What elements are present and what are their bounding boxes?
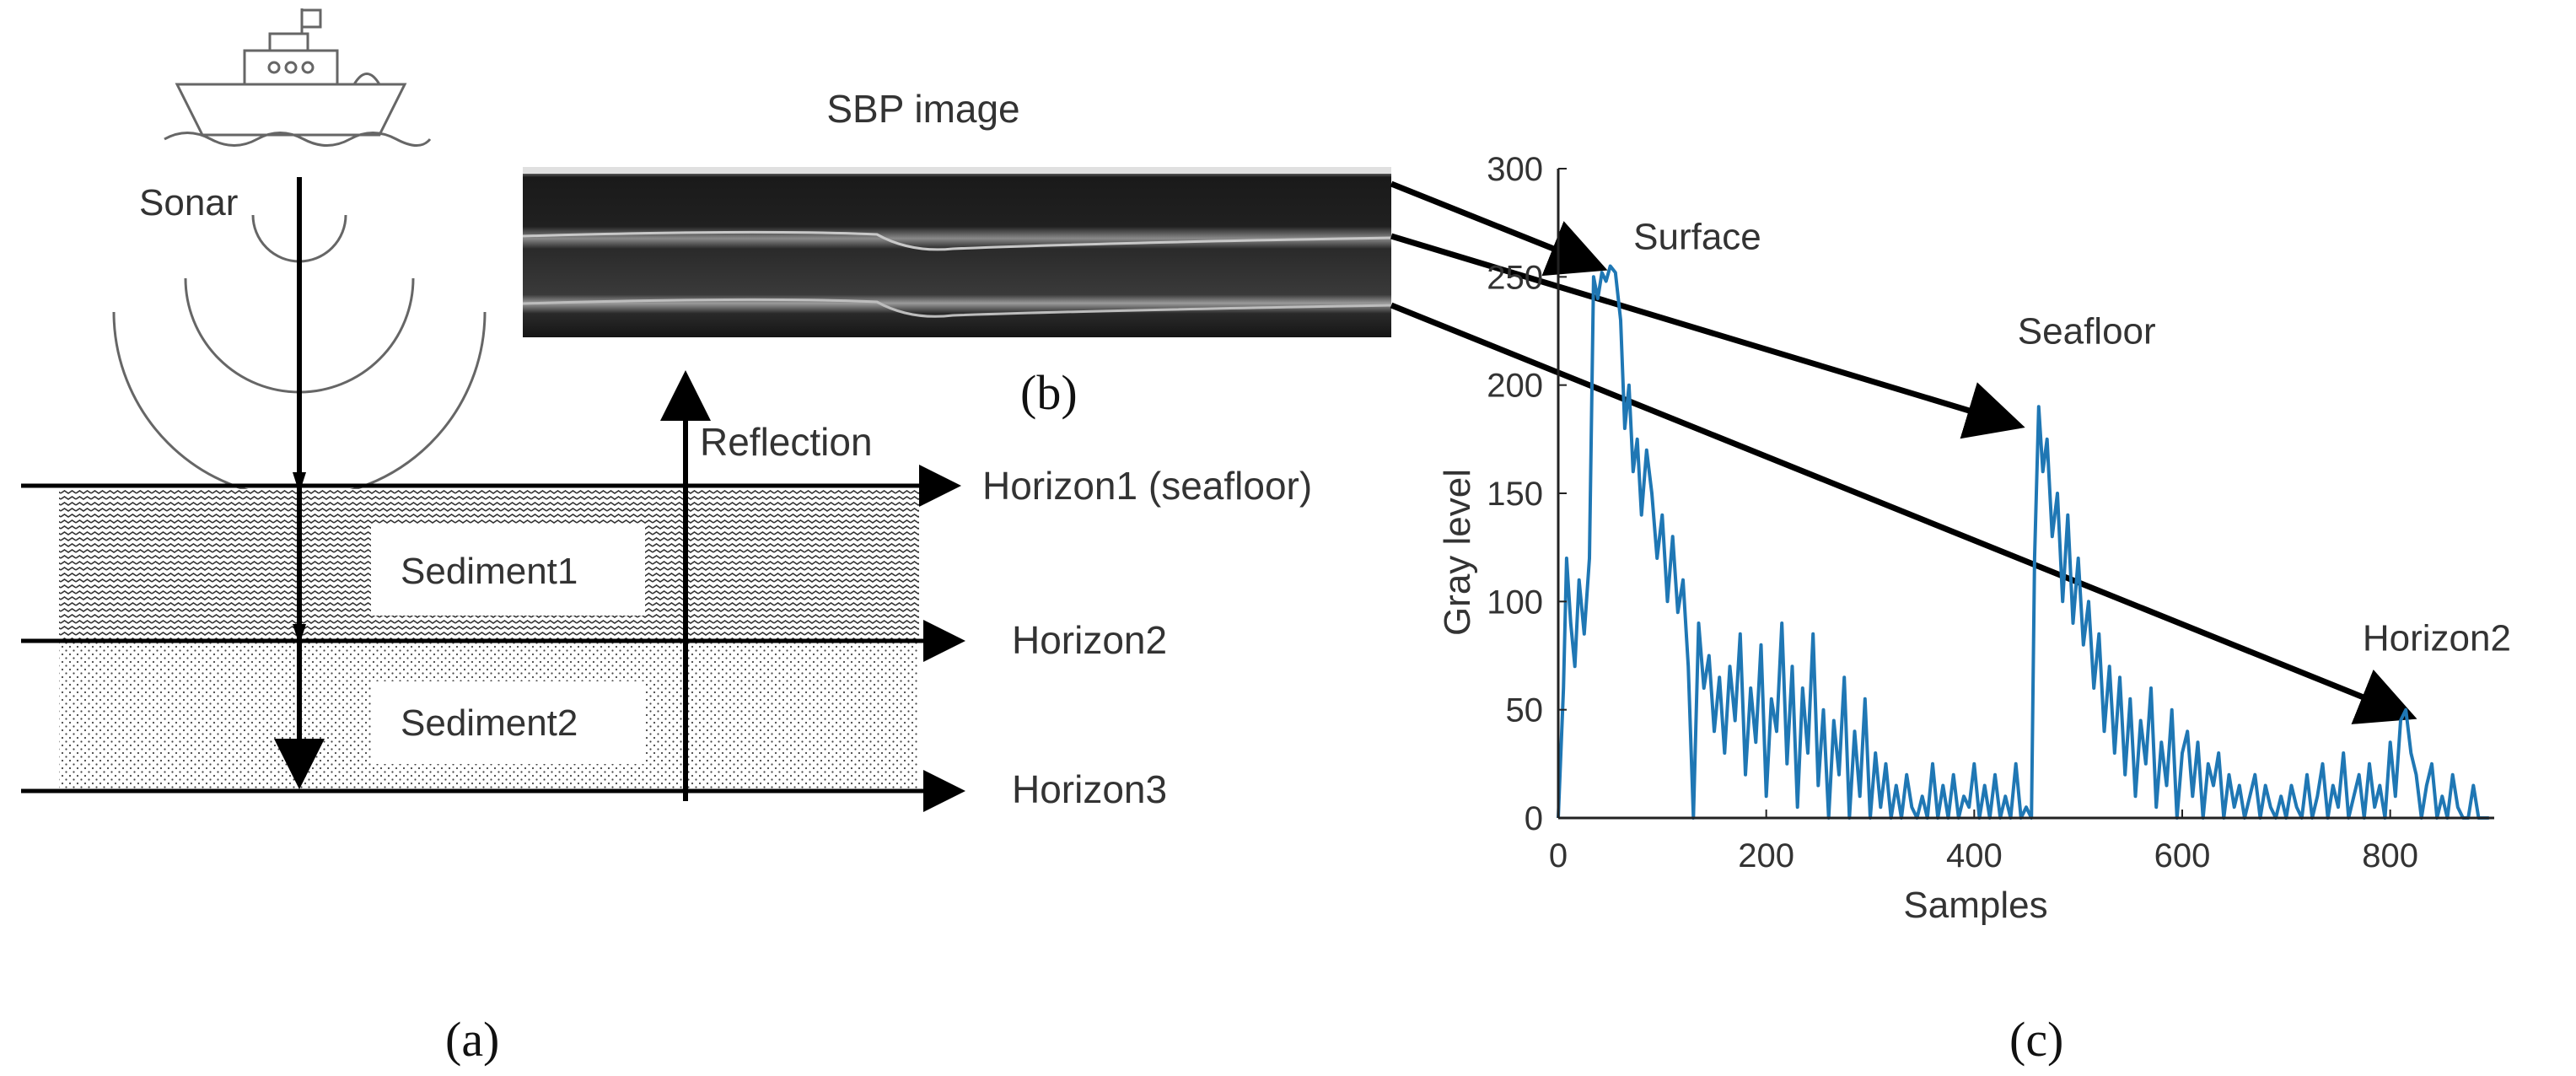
annotation-label: Horizon2 [2363,618,2511,659]
y-axis-label: Gray level [1437,469,1478,636]
y-tick-label: 200 [1487,368,1543,405]
x-tick-label: 400 [1946,837,2003,874]
panel-label-b: (b) [1020,365,1078,420]
y-tick-label: 300 [1487,151,1543,188]
x-tick-label: 200 [1738,837,1794,874]
horizon2-tick [293,624,306,645]
surface-connector-arrow [1390,180,1608,277]
x-tick-label: 0 [1549,837,1568,874]
y-tick-label: 250 [1487,259,1543,296]
ship-icon [164,8,432,147]
sediment2-label-box [371,681,645,764]
reflection-label: Reflection [700,420,873,464]
annotation-label: Surface [1633,217,1761,258]
sbp-title: SBP image [826,87,1019,131]
x-axis-label: Samples [1903,885,2047,926]
x-tick-label: 600 [2154,837,2211,874]
x-tick-label: 800 [2362,837,2418,874]
horizon2-label: Horizon2 [1012,618,1167,662]
panel-label-a: (a) [445,1012,499,1067]
sbp-image [522,167,1392,337]
horizon3-label: Horizon3 [1012,767,1167,811]
sediment1-label-box [371,525,645,616]
y-tick-label: 0 [1525,800,1543,837]
horizon1-label: Horizon1 (seafloor) [982,464,1312,508]
y-tick-label: 100 [1487,584,1543,621]
panel-label-c: (c) [2009,1012,2063,1067]
annotation-label: Seafloor [2018,310,2156,352]
horizon2-connector-arrow [1390,302,2417,724]
y-tick-label: 50 [1506,692,1544,729]
seafloor-connector-arrow [1390,233,2025,439]
horizon1-tick [293,472,306,493]
sediment2-label: Sediment2 [401,702,578,744]
gray-level-series-line [1557,264,2489,820]
sediment1-label: Sediment1 [401,551,578,592]
sonar-label: Sonar [139,182,238,223]
y-tick-label: 150 [1487,476,1543,513]
